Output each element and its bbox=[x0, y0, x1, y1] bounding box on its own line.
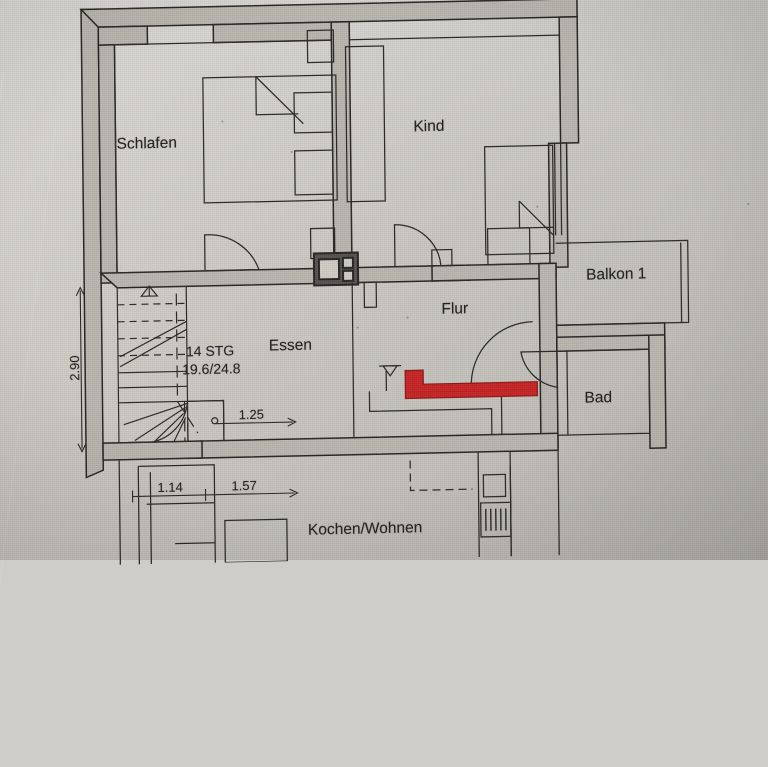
dimension-label-door-b: 1.57 bbox=[231, 478, 256, 494]
room-label-kind: Kind bbox=[413, 118, 444, 137]
dimension-label-height: 2.90 bbox=[67, 355, 82, 381]
bed-pillow bbox=[256, 76, 298, 115]
balkon-rail bbox=[681, 243, 682, 323]
bed-outline bbox=[203, 75, 337, 203]
room-label-bad: Bad bbox=[584, 389, 612, 408]
speck bbox=[536, 206, 538, 208]
wall-top-left-recess bbox=[98, 26, 147, 45]
exterior-wall-right-upper bbox=[559, 17, 578, 143]
kitchen-counter bbox=[478, 452, 479, 557]
wall-stair-bottom bbox=[103, 441, 202, 460]
dimension-label-door-a: 1.14 bbox=[157, 479, 182, 495]
level-marker-entry bbox=[383, 366, 397, 376]
floor-plan: Schlafen Kind Essen Flur Balkon 1 Bad Ko… bbox=[0, 0, 768, 567]
lower-right-room bbox=[558, 450, 559, 555]
kind-box-lower bbox=[488, 228, 530, 265]
kind-outline bbox=[349, 35, 559, 40]
kitchen-cabinet-dashed bbox=[410, 459, 472, 490]
level-markers bbox=[379, 366, 401, 376]
wall-structure bbox=[81, 0, 666, 478]
utility-box bbox=[314, 253, 358, 286]
nightstand-lower bbox=[295, 150, 333, 195]
kitchen-left-wall bbox=[119, 460, 120, 565]
kind-closet bbox=[485, 145, 554, 254]
wall-top-mid-recess bbox=[213, 22, 331, 43]
stair-landing bbox=[188, 401, 224, 442]
kind-closet-notch bbox=[519, 200, 553, 228]
wohnen-right-wall bbox=[510, 466, 511, 556]
speck bbox=[407, 316, 409, 318]
bed-duvet-fold bbox=[256, 76, 304, 125]
exterior-wall-right-lower bbox=[549, 143, 568, 267]
dimension-label-stair-exit: 1.25 bbox=[239, 407, 264, 423]
nightstand-upper bbox=[294, 92, 332, 133]
kitchen-door-sill2 bbox=[175, 543, 215, 544]
kitchen-stove-burners bbox=[486, 508, 506, 530]
room-label-flur: Flur bbox=[441, 300, 468, 319]
duct-drop bbox=[364, 282, 376, 307]
room-label-schlafen: Schlafen bbox=[116, 134, 177, 153]
speck bbox=[221, 120, 223, 122]
highlighted-wall bbox=[405, 368, 537, 399]
kitchen-table bbox=[225, 519, 287, 562]
entry-platform-2 bbox=[468, 409, 492, 436]
stair-winders bbox=[119, 401, 188, 443]
stair-riser-tread-label: 19.6/24.8 bbox=[182, 361, 241, 377]
kitchen-door-a2 bbox=[150, 472, 151, 564]
kitchen-door-a bbox=[138, 466, 139, 564]
stair-count-label: 14 STG bbox=[186, 343, 234, 359]
room-label-essen: Essen bbox=[269, 337, 312, 356]
plan-linework bbox=[98, 22, 691, 565]
wall-bad-right bbox=[649, 333, 666, 448]
kitchen-sink bbox=[483, 474, 505, 496]
flur-left-edge bbox=[352, 283, 354, 438]
door-swing-kind bbox=[395, 224, 441, 267]
speck bbox=[747, 203, 749, 205]
door-swing-flur bbox=[471, 322, 534, 385]
room-label-balkon-1: Balkon 1 bbox=[586, 265, 647, 284]
kind-niche-small bbox=[432, 250, 452, 266]
floor-plan-drawing bbox=[0, 0, 768, 567]
partition-flur-right bbox=[539, 263, 558, 447]
stair-newel bbox=[212, 418, 218, 424]
room-label-kochen-wohnen: Kochen/Wohnen bbox=[308, 519, 423, 539]
wall-below-flur bbox=[188, 433, 558, 458]
kitchen-door-sill bbox=[147, 503, 215, 504]
dim-line-125 bbox=[216, 422, 293, 424]
door-swing-schlafen bbox=[205, 234, 259, 271]
speck bbox=[357, 327, 359, 329]
bad-wall-inner bbox=[567, 351, 568, 435]
speck bbox=[291, 151, 293, 153]
